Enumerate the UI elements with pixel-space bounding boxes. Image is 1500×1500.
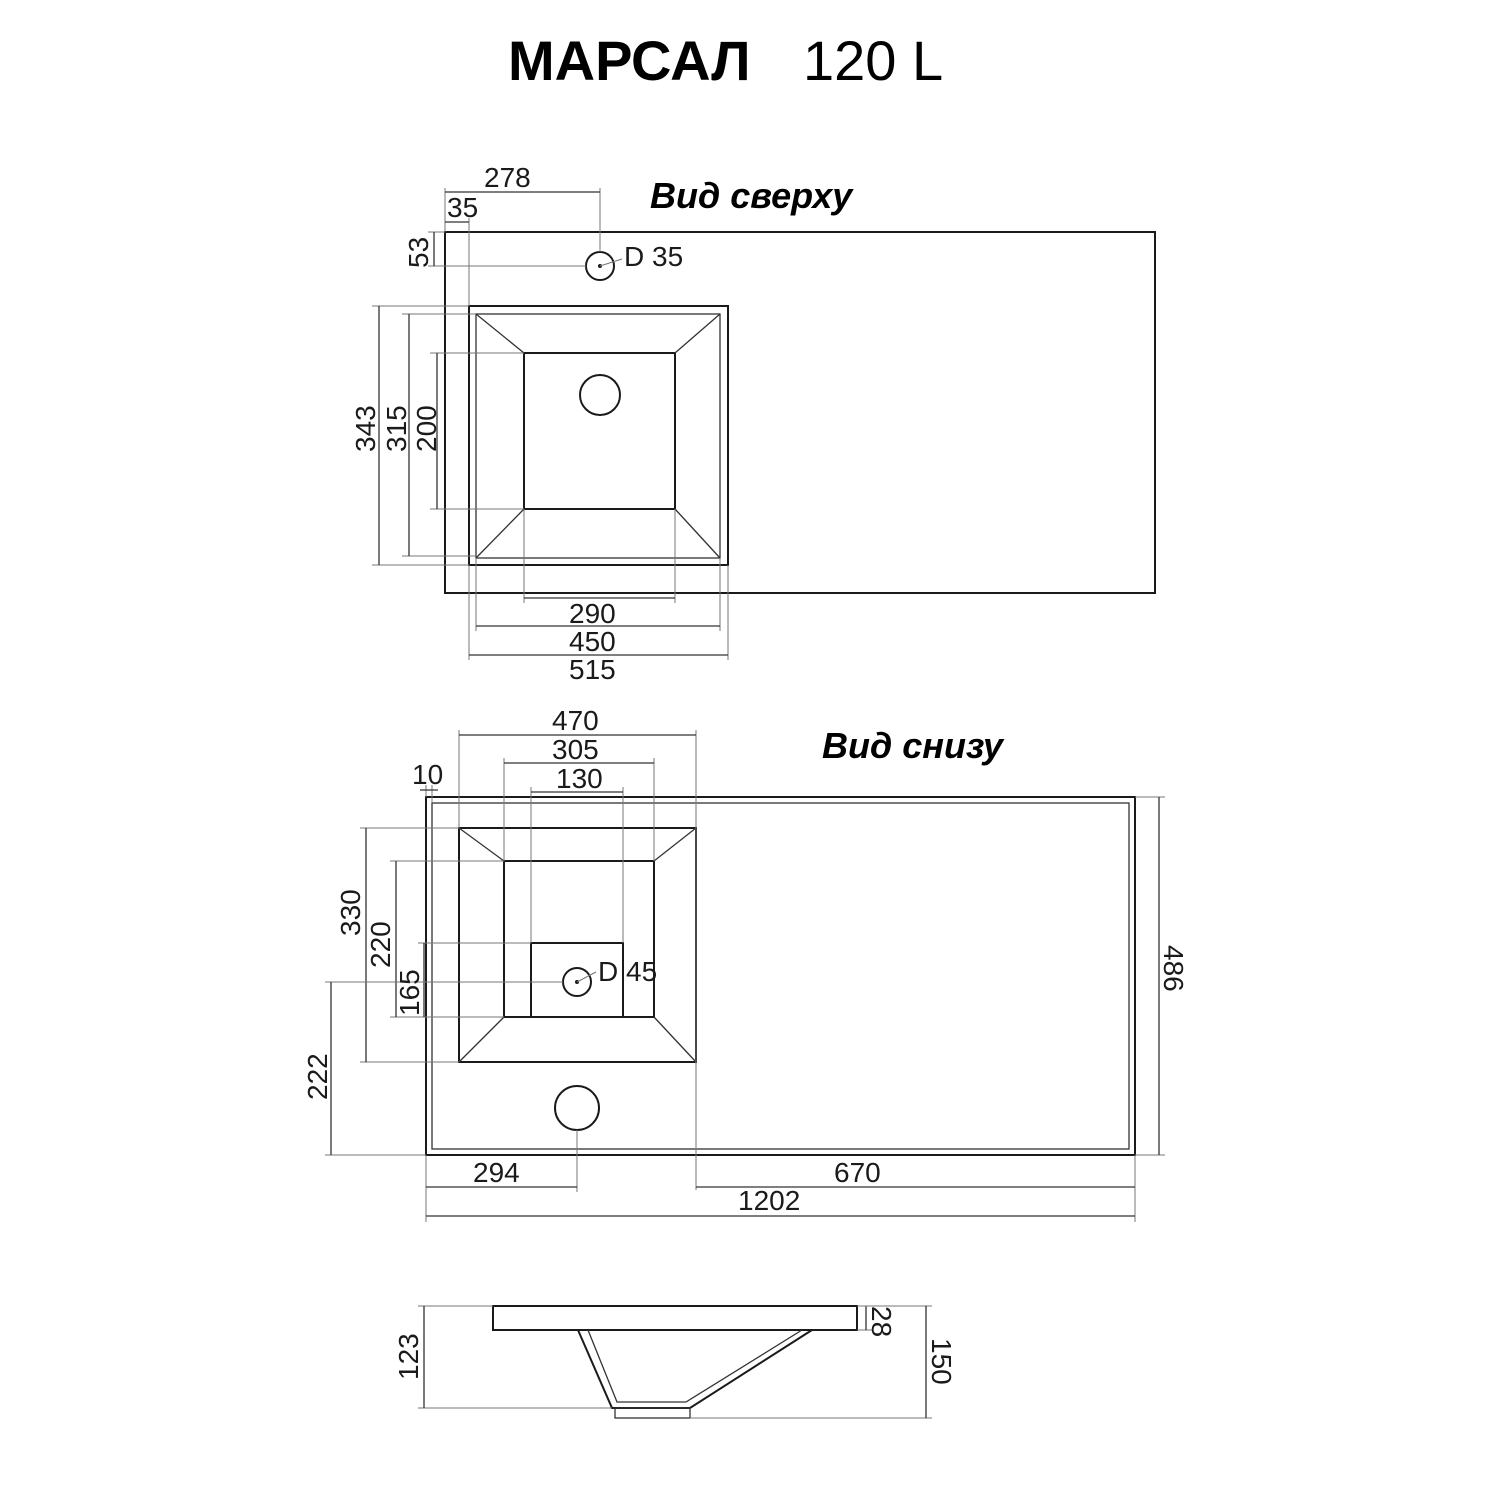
bottom-dim-1202: 1202	[738, 1185, 800, 1216]
top-dim-515: 515	[569, 654, 616, 685]
side-basin-inner-profile	[587, 1329, 803, 1403]
bottom-dim-294: 294	[473, 1157, 520, 1188]
top-drain-hole	[579, 374, 621, 416]
bottom-countertop-inner	[431, 802, 1130, 1150]
side-dimension-lines	[418, 1305, 932, 1419]
top-basin-bottom	[523, 352, 676, 510]
bottom-view: Вид снизу	[302, 705, 1189, 1222]
bottom-dim-10: 10	[412, 759, 443, 790]
bottom-dim-220: 220	[365, 921, 396, 968]
bottom-dim-486: 486	[1158, 945, 1189, 992]
bottom-dim-670: 670	[834, 1157, 881, 1188]
top-dim-315: 315	[381, 405, 412, 452]
side-dim-123: 123	[393, 1333, 424, 1380]
side-drain-stub	[614, 1407, 691, 1419]
bottom-dim-305: 305	[552, 734, 599, 765]
side-countertop-slab	[492, 1305, 858, 1331]
bottom-basin-inner	[503, 860, 655, 1018]
bottom-dimension-lines	[325, 730, 1165, 1222]
side-dim-28: 28	[866, 1306, 897, 1337]
bottom-basin-bevels	[458, 827, 697, 1063]
top-basin-outer	[468, 305, 729, 566]
top-dim-35: 35	[447, 192, 478, 223]
bottom-dim-165: 165	[394, 969, 425, 1016]
bottom-dim-470: 470	[552, 705, 599, 736]
top-dim-343: 343	[350, 405, 381, 452]
page-title: МАРСАЛ 120 L	[508, 29, 943, 92]
bottom-view-label: Вид снизу	[822, 725, 1005, 766]
top-dim-278: 278	[484, 162, 531, 193]
bottom-countertop-outline	[425, 796, 1136, 1156]
top-dim-53: 53	[403, 237, 434, 268]
side-dim-150: 150	[926, 1338, 957, 1385]
bottom-drain-boss	[530, 942, 624, 1018]
title-size: 120 L	[803, 29, 943, 92]
side-view: 123 28 150	[393, 1305, 957, 1419]
top-countertop-outline	[444, 231, 1156, 594]
top-view-label: Вид сверху	[650, 175, 854, 216]
top-dim-200: 200	[411, 405, 442, 452]
top-dimension-lines	[372, 188, 729, 660]
bottom-dim-222: 222	[302, 1053, 333, 1100]
bottom-dim-330: 330	[335, 889, 366, 936]
bottom-dim-130: 130	[556, 763, 603, 794]
top-hole-label: D 35	[624, 241, 683, 272]
top-basin-bevels	[475, 313, 721, 559]
top-dim-450: 450	[569, 626, 616, 657]
top-basin-rim	[475, 313, 721, 559]
bottom-faucet-hole	[554, 1085, 600, 1131]
top-view: Вид сверху	[350, 162, 1156, 685]
top-dim-290: 290	[569, 598, 616, 629]
title-model: МАРСАЛ	[508, 29, 751, 92]
bottom-drain-label: D 45	[598, 956, 657, 987]
